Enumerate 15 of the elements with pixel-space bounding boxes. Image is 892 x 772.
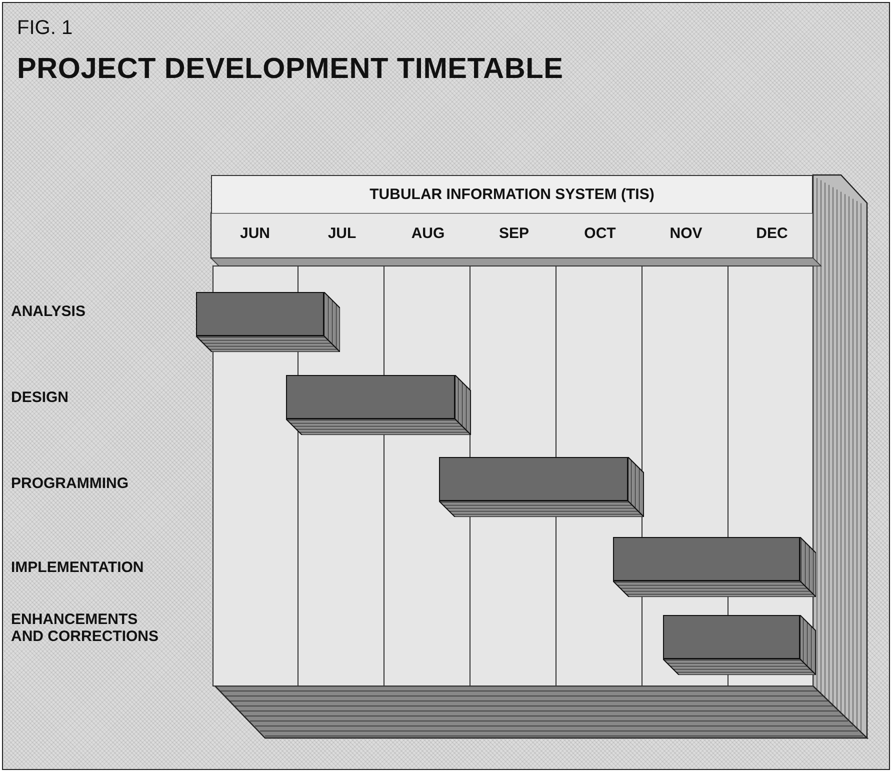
task-label: DESIGN <box>11 389 70 406</box>
month-label: JUL <box>326 225 358 242</box>
month-label: SEP <box>498 225 530 242</box>
chart-title: PROJECT DEVELOPMENT TIMETABLE <box>17 53 564 86</box>
month-label: JUN <box>238 225 271 242</box>
month-label: DEC <box>755 225 789 242</box>
header-band: TUBULAR INFORMATION SYSTEM (TIS) <box>211 175 813 213</box>
month-label: AUG <box>410 225 446 242</box>
figure-number: FIG. 1 <box>17 17 73 40</box>
month-label: NOV <box>668 225 704 242</box>
month-label: OCT <box>583 225 617 242</box>
task-label: PROGRAMMING <box>11 475 130 492</box>
task-label: ANALYSIS <box>11 303 86 320</box>
task-label: ENHANCEMENTS AND CORRECTIONS <box>11 611 160 646</box>
task-label: IMPLEMENTATION <box>11 559 145 576</box>
